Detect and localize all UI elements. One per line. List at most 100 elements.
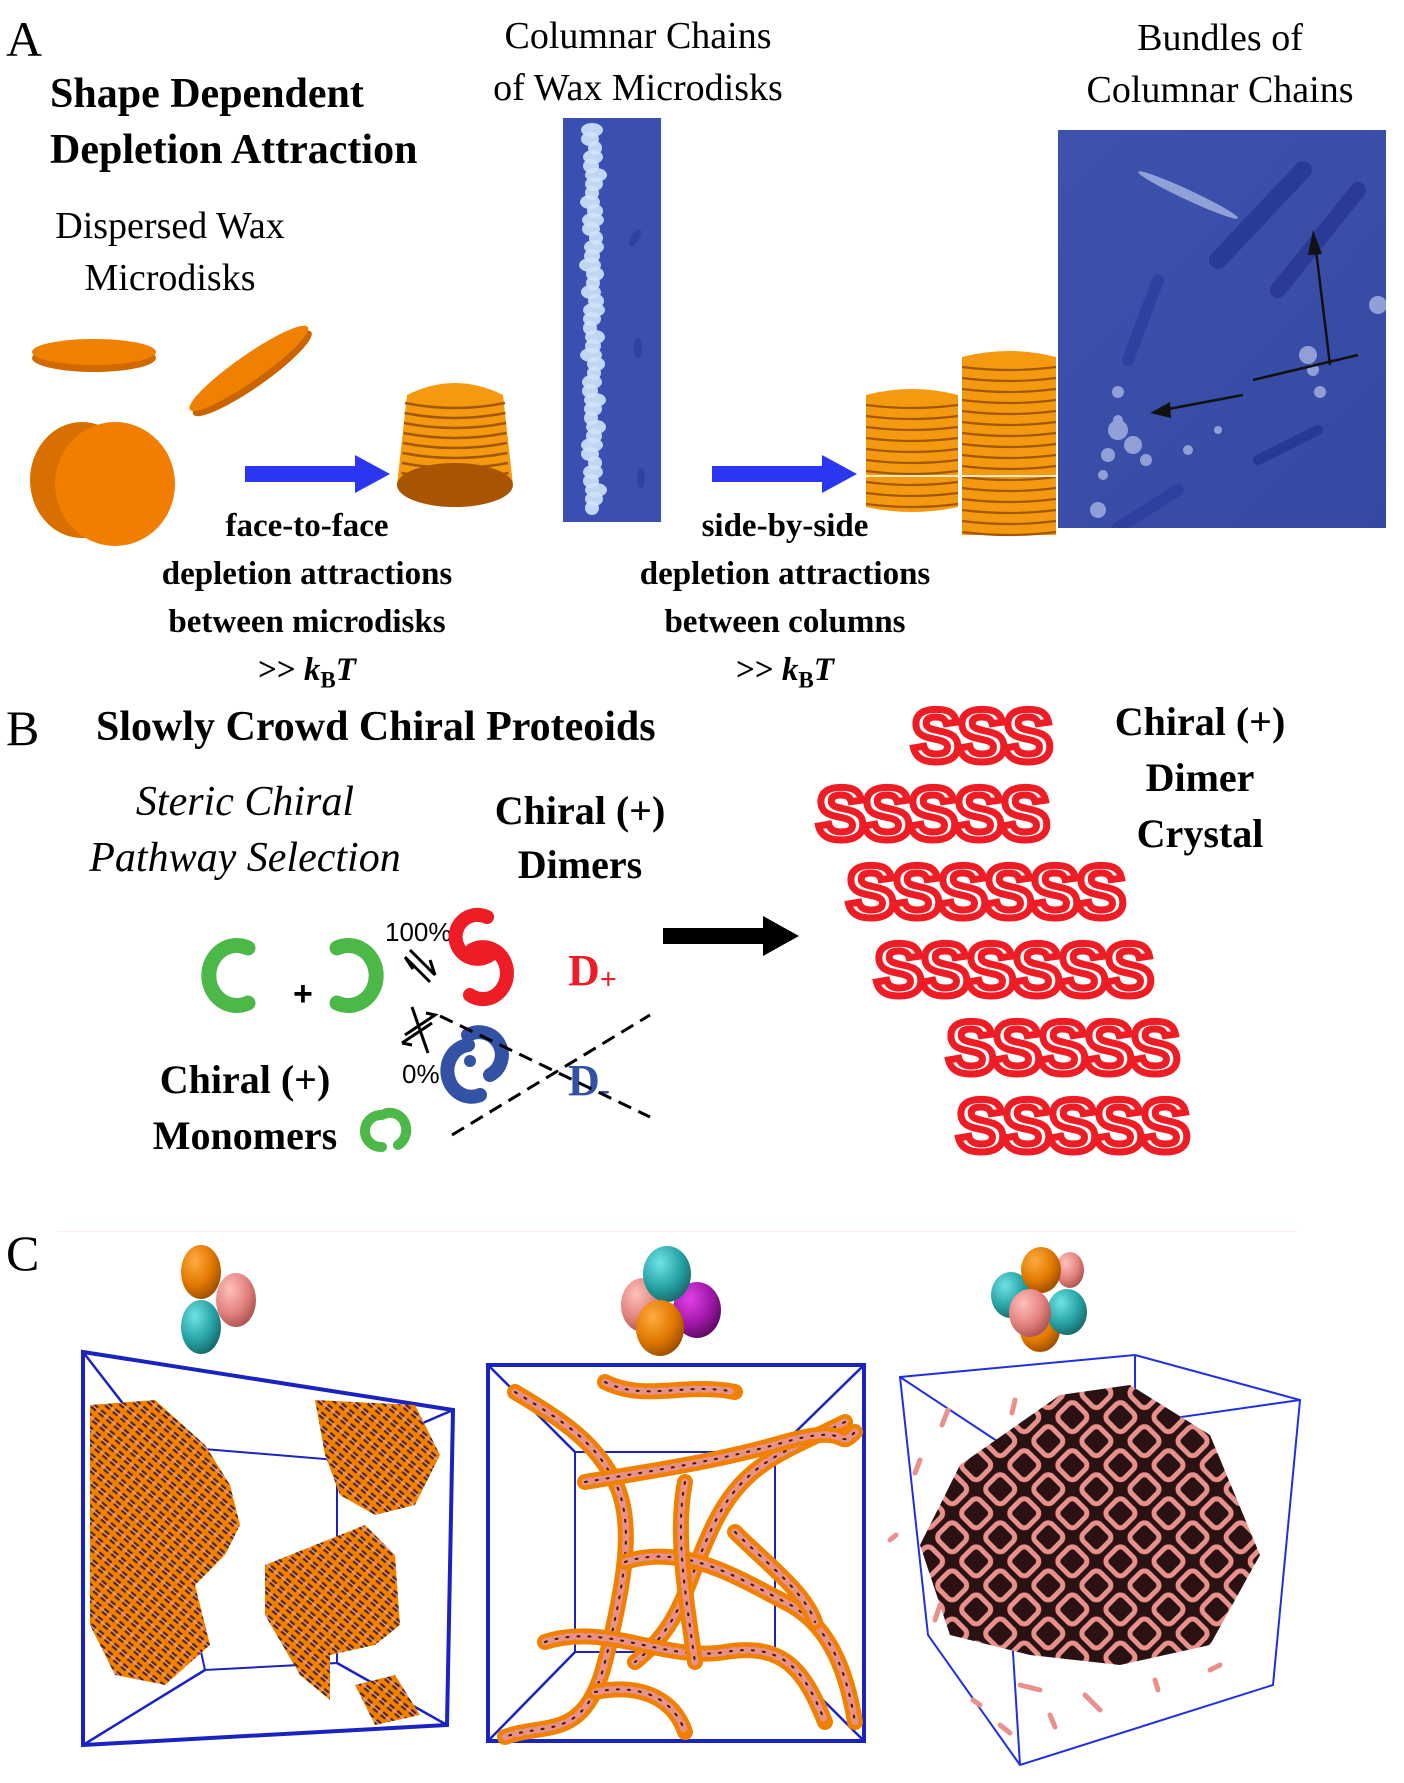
blue-arrow-icon bbox=[712, 455, 857, 493]
panel-b-label: B bbox=[6, 700, 40, 756]
dimer-s-mark: S bbox=[1048, 1085, 1097, 1168]
crystal-domain bbox=[355, 1675, 420, 1725]
red-dimer-icon bbox=[448, 907, 514, 1007]
monomers-line1: Chiral (+) bbox=[159, 1057, 331, 1102]
step1-line1: face-to-face bbox=[225, 508, 389, 544]
crystal-line1: Chiral (+) bbox=[1114, 699, 1286, 744]
arrow-left-icon bbox=[1150, 402, 1171, 418]
crystal-line2: Dimer bbox=[1145, 755, 1255, 800]
dimer-s-mark: S bbox=[1104, 929, 1153, 1012]
dimer-s-mark: S bbox=[1003, 695, 1052, 778]
step1-line3: between microdisks bbox=[168, 604, 446, 640]
dimer-s-mark: S bbox=[846, 851, 895, 934]
step2-energy-k: k bbox=[781, 652, 799, 688]
diamond-crystal bbox=[920, 1385, 1260, 1665]
dimer-s-mark: S bbox=[911, 695, 960, 778]
sphere-teal bbox=[643, 1246, 691, 1302]
crystal-line3: Crystal bbox=[1136, 811, 1264, 856]
step2-line2: depletion attractions bbox=[639, 556, 931, 592]
panel-c-label: C bbox=[6, 1225, 40, 1281]
dispersed-label: Dispersed Wax Microdisks bbox=[10, 200, 330, 304]
percent-0: 0% bbox=[402, 1059, 440, 1089]
bundles-micrograph bbox=[1058, 130, 1386, 528]
crystal-domain bbox=[315, 1400, 440, 1515]
network-strand-core bbox=[601, 1378, 739, 1396]
dimer-s-mark: S bbox=[874, 929, 923, 1012]
columnar-chains-line2: of Wax Microdisks bbox=[493, 67, 783, 109]
columnar-chains-line1: Columnar Chains bbox=[504, 15, 772, 57]
dimer-s-mark: S bbox=[1038, 1007, 1087, 1090]
bundles-line2: Columnar Chains bbox=[1086, 69, 1354, 111]
step2-line1: side-by-side bbox=[701, 508, 869, 544]
step2-caption: side-by-side depletion attractions betwe… bbox=[585, 502, 985, 704]
network-strand-dots bbox=[584, 1431, 856, 1483]
dimer-s-mark: S bbox=[957, 695, 1006, 778]
dimer-s-mark: S bbox=[1030, 851, 1079, 934]
pathway-line2: Pathway Selection bbox=[89, 835, 401, 881]
step1-energy: >> kBT bbox=[107, 646, 507, 704]
chain-beads bbox=[579, 123, 645, 515]
step2-energy: >> kBT bbox=[585, 646, 985, 704]
dimer-s-mark: S bbox=[892, 851, 941, 934]
step1-energy-prefix: >> bbox=[258, 652, 296, 688]
blocked-equilibrium-icon bbox=[401, 1006, 439, 1054]
free-rods bbox=[887, 1397, 1223, 1736]
blue-arrow-icon bbox=[245, 455, 390, 493]
bundles-texture bbox=[1090, 161, 1386, 528]
microdisk-column-stack bbox=[397, 383, 513, 507]
panel-b-title: Slowly Crowd Chiral Proteoids bbox=[96, 704, 656, 750]
simulation-box-3 bbox=[887, 1353, 1302, 1767]
dimer-s-mark: S bbox=[816, 773, 865, 856]
simulation-box-1 bbox=[81, 1349, 456, 1748]
network-strand-dots bbox=[679, 1481, 696, 1663]
step1-energy-t: T bbox=[335, 652, 356, 688]
network-strand-core bbox=[501, 1388, 630, 1741]
dimer-s-mark: S bbox=[954, 773, 1003, 856]
simulation-box-2 bbox=[486, 1363, 866, 1745]
dimer-s-mark: S bbox=[908, 773, 957, 856]
dimer-s-mark: S bbox=[946, 1007, 995, 1090]
side-by-side-columns bbox=[865, 351, 1057, 537]
panel-c-divider bbox=[57, 1231, 1297, 1232]
dimer-s-mark: S bbox=[938, 851, 987, 934]
patchy-clusters bbox=[181, 1245, 1087, 1356]
cluster-3 bbox=[991, 1247, 1087, 1352]
sphere-teal bbox=[181, 1300, 221, 1354]
d-minus-label: D- bbox=[568, 1056, 610, 1106]
tilted-disk bbox=[189, 325, 312, 417]
chiral-monomers-label: Chiral (+) Monomers bbox=[115, 1052, 375, 1164]
step1-energy-k: k bbox=[303, 652, 321, 688]
dimer-s-mark: S bbox=[1084, 1007, 1133, 1090]
panel-a-title-line2: Depletion Attraction bbox=[50, 127, 418, 173]
sphere-orange bbox=[636, 1300, 684, 1356]
arrow-up-icon bbox=[1308, 230, 1322, 255]
pointer-arrow-icon bbox=[1252, 353, 1359, 382]
dimer-s-mark: S bbox=[862, 773, 911, 856]
plus-sign: + bbox=[293, 975, 313, 1013]
d-plus-letter: D bbox=[568, 946, 600, 995]
dimer-s-mark: S bbox=[1076, 851, 1125, 934]
dimer-s-mark: S bbox=[1130, 1007, 1179, 1090]
columnar-chain-micrograph bbox=[563, 118, 661, 522]
green-monomer-icon bbox=[329, 938, 384, 1013]
network-strand-dots bbox=[734, 1531, 816, 1623]
dimer-s-mark: S bbox=[1094, 1085, 1143, 1168]
crossed-out-lines bbox=[439, 1013, 651, 1137]
sphere-pink bbox=[1056, 1252, 1084, 1288]
d-minus-letter: D bbox=[568, 1056, 600, 1105]
pathway-selection-label: Steric Chiral Pathway Selection bbox=[50, 774, 440, 886]
columnar-chains-label: Columnar Chains of Wax Microdisks bbox=[448, 10, 828, 114]
step1-caption: face-to-face depletion attractions betwe… bbox=[107, 502, 507, 704]
sphere-pink bbox=[216, 1273, 256, 1327]
d-plus-label: D+ bbox=[568, 946, 617, 996]
sphere-orange bbox=[181, 1245, 221, 1299]
dispersed-line2: Microdisks bbox=[84, 257, 256, 299]
bundles-line1: Bundles of bbox=[1137, 17, 1303, 59]
dimer-s-mark: S bbox=[966, 929, 1015, 1012]
dimer-s-mark: S bbox=[992, 1007, 1041, 1090]
overlapping-disks bbox=[30, 422, 175, 546]
dimers-line2: Dimers bbox=[517, 842, 643, 887]
cluster-2 bbox=[621, 1246, 721, 1356]
network-strand-dots bbox=[594, 1688, 686, 1733]
